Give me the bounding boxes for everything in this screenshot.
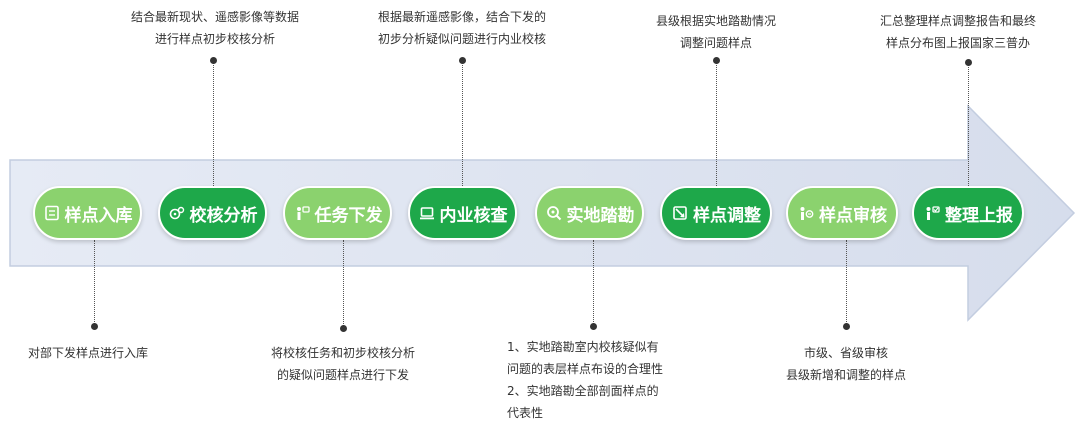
analysis-icon <box>168 204 186 222</box>
connector-dot <box>590 323 597 330</box>
step-field-survey: 实地踏勘 <box>535 186 644 240</box>
step-sample-adjust: 样点调整 <box>660 186 772 240</box>
step-label: 校核分析 <box>189 205 258 226</box>
step-label: 整理上报 <box>945 205 1013 226</box>
step-task-dispatch: 任务下发 <box>283 186 392 240</box>
connector-dot <box>965 59 972 66</box>
step-sample-import: 样点入库 <box>33 186 142 240</box>
report-icon <box>923 204 941 222</box>
step-label: 任务下发 <box>314 205 383 226</box>
connector-line <box>716 60 717 186</box>
connector-line <box>462 60 463 186</box>
step-organize-report: 整理上报 <box>912 186 1024 240</box>
task-icon <box>293 204 311 222</box>
connector-line <box>213 60 214 186</box>
step-label: 样点调整 <box>693 205 761 226</box>
bottom-note-4: 市级、省级审核 县级新增和调整的样点 <box>785 346 906 382</box>
computer-icon <box>418 204 436 222</box>
step-verification-analysis: 校核分析 <box>158 186 267 240</box>
step-label: 实地踏勘 <box>566 205 635 226</box>
connector-dot <box>713 57 720 64</box>
connector-line <box>846 240 847 326</box>
review-icon <box>797 204 815 222</box>
connector-line <box>593 240 594 326</box>
connector-dot <box>843 323 850 330</box>
step-label: 样点入库 <box>64 205 133 226</box>
connector-line <box>343 240 344 328</box>
top-note-4: 汇总整理样点调整报告和最终 样点分布图上报国家三普办 <box>879 14 1036 50</box>
bottom-note-2: 将校核任务和初步校核分析 的疑似问题样点进行下发 <box>270 346 415 382</box>
top-note-3: 县级根据实地踏勘情况 调整问题样点 <box>655 14 776 50</box>
connector-line <box>968 62 969 186</box>
adjust-icon <box>671 204 689 222</box>
connector-line <box>94 240 95 326</box>
step-sample-review: 样点审核 <box>786 186 898 240</box>
connector-dot <box>340 325 347 332</box>
database-icon <box>43 204 61 222</box>
connector-dot <box>91 323 98 330</box>
search-icon <box>545 204 563 222</box>
connector-dot <box>459 57 466 64</box>
step-label: 内业核查 <box>439 205 508 226</box>
top-note-1: 结合最新现状、遥感影像等数据 进行样点初步校核分析 <box>130 10 299 46</box>
step-label: 样点审核 <box>819 205 887 226</box>
bottom-note-1: 对部下发样点进行入库 <box>28 346 149 360</box>
bottom-note-3: 1、实地踏勘室内校核疑似有 问题的表层样点布设的合理性 2、实地踏勘全部剖面样点… <box>507 340 664 420</box>
top-note-2: 根据最新遥感影像，结合下发的 初步分析疑似问题进行内业校核 <box>377 10 546 46</box>
step-office-check: 内业核查 <box>408 186 517 240</box>
connector-dot <box>210 57 217 64</box>
